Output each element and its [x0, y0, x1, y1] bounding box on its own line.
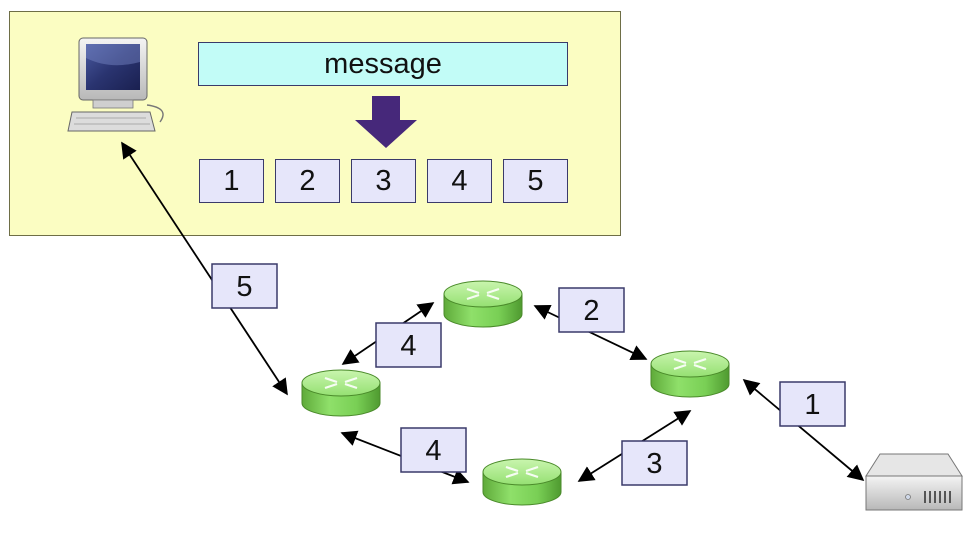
router-icon	[442, 279, 524, 329]
link-label-4-bottom: 4	[400, 427, 467, 473]
message-bar: message	[198, 42, 568, 86]
packet-box-3: 3	[351, 159, 416, 203]
link-label-2-text: 2	[583, 295, 599, 327]
link-label-4-top: 4	[375, 322, 442, 368]
link-label-3: 3	[621, 440, 688, 486]
link-label-1-text: 1	[804, 389, 820, 421]
link-label-5-text: 5	[236, 271, 252, 303]
link-label-4-bottom-text: 4	[425, 435, 441, 467]
link-label-2: 2	[558, 287, 625, 333]
link-label-5: 5	[211, 263, 278, 309]
server-icon	[865, 453, 963, 511]
router-icon	[481, 457, 563, 507]
link-label-3-text: 3	[646, 448, 662, 480]
router-icon	[649, 349, 731, 399]
desktop-computer-icon	[67, 37, 164, 132]
router-icon	[300, 368, 382, 418]
link-label-1: 1	[779, 381, 846, 427]
link-label-4-top-text: 4	[400, 330, 416, 362]
packet-box-5: 5	[503, 159, 568, 203]
down-arrow-icon	[355, 96, 417, 148]
packet-box-4: 4	[427, 159, 492, 203]
